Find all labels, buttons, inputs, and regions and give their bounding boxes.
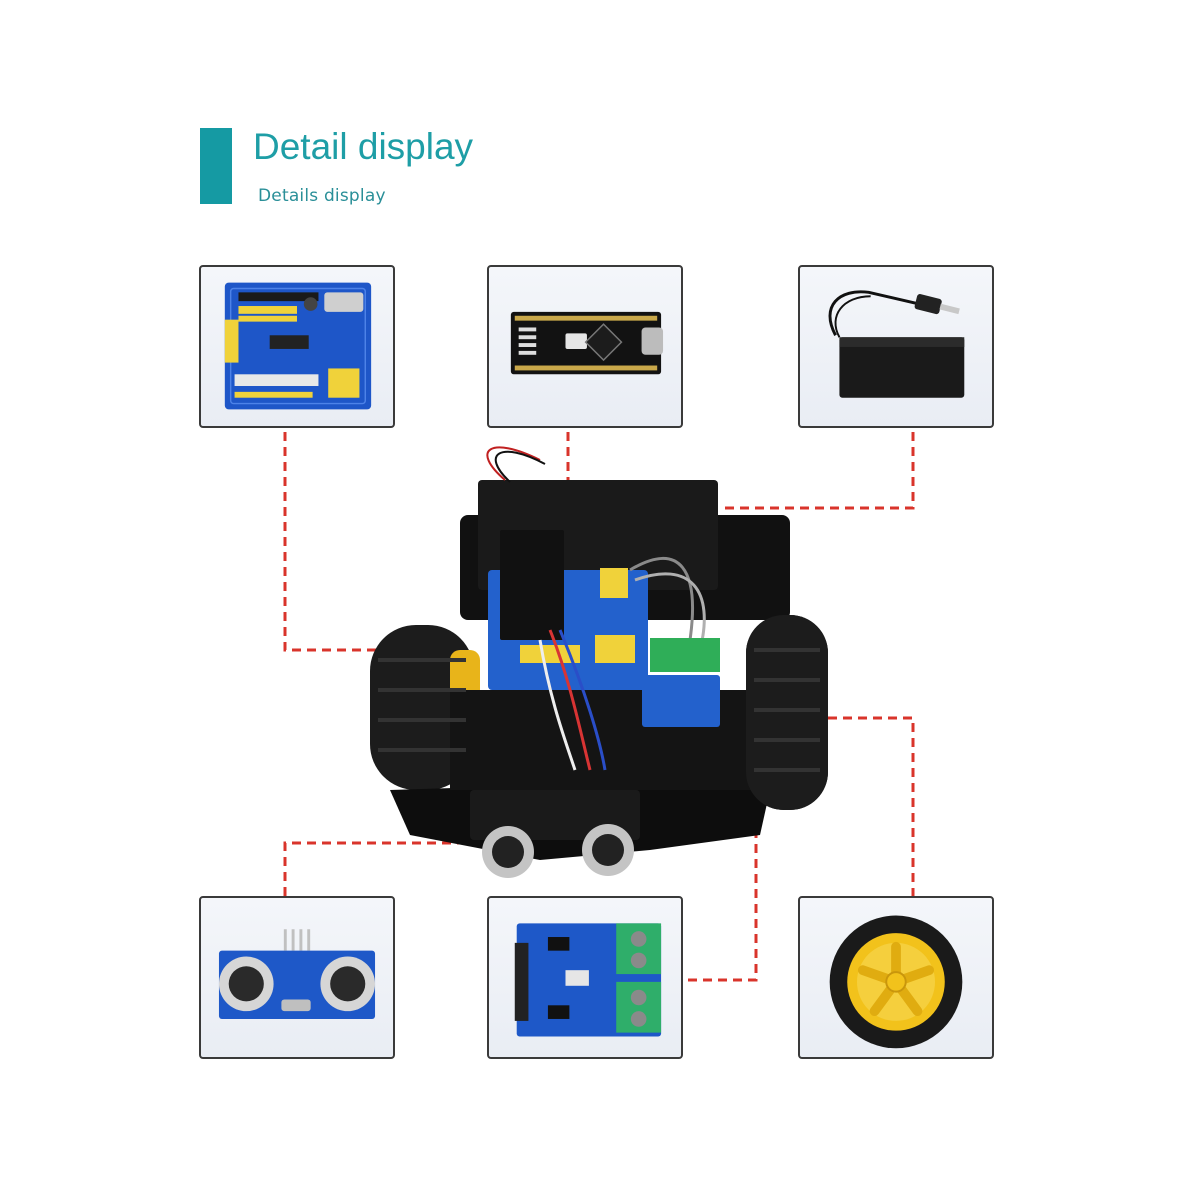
accent-bar — [200, 128, 232, 204]
nano-board-image — [510, 311, 664, 375]
page-title: Detail display — [253, 126, 474, 167]
panel-battery-box — [798, 265, 994, 428]
panel-sensor-shield — [199, 265, 395, 428]
connector-motor-driver — [688, 698, 758, 982]
panel-motor-driver — [487, 896, 683, 1059]
panel-wheel — [798, 896, 994, 1059]
connector-shield — [283, 432, 420, 652]
connector-ultrasonic — [283, 841, 470, 896]
connector-wheel — [828, 716, 915, 896]
sensor-shield-image — [224, 282, 372, 410]
robot-car-image — [370, 446, 828, 878]
page-subtitle: Details display — [258, 186, 386, 206]
motor-driver-image — [514, 923, 662, 1037]
panel-ultrasonic-sensor — [199, 896, 395, 1059]
wheel-image — [829, 915, 963, 1049]
battery-box-image — [828, 290, 965, 398]
connector-battery — [722, 432, 915, 510]
panel-nano-board — [487, 265, 683, 428]
ultrasonic-sensor-image — [218, 929, 376, 1019]
